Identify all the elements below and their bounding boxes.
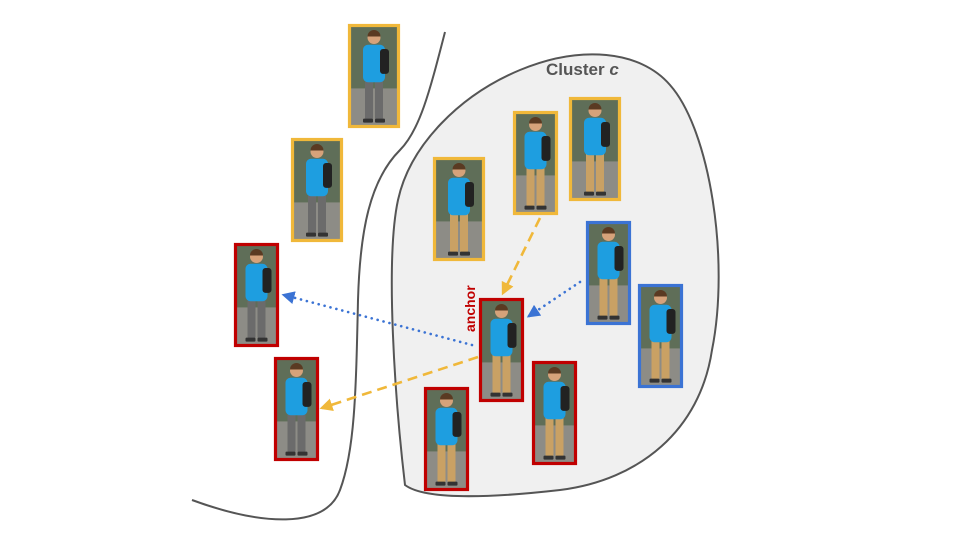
image-frame (585, 220, 632, 326)
pedestrian-figure (363, 29, 389, 123)
pedestrian-figure (584, 102, 610, 196)
image-frame (531, 360, 578, 466)
photo-ground (433, 221, 485, 261)
photo-ground (569, 161, 621, 201)
arrow-anchor-to-outside-red-2 (319, 355, 479, 411)
outside-positive-1 (347, 23, 401, 129)
photo-ground (586, 285, 631, 325)
cluster-red-1 (423, 386, 470, 492)
anchor-image (478, 297, 525, 403)
image-frame (273, 356, 320, 462)
photo-ground (234, 307, 279, 347)
pedestrian-figure (435, 392, 462, 486)
photo-ground (479, 362, 524, 402)
photo-ground (424, 451, 469, 491)
pedestrian-figure (306, 143, 332, 237)
images-layer (233, 23, 684, 492)
arrow-anchor-to-outside-red-1 (281, 291, 474, 347)
image-frame (423, 386, 470, 492)
cluster-positive-1 (432, 156, 486, 262)
outside-red-1 (233, 242, 280, 348)
cluster-positive-3 (568, 96, 622, 202)
image-frame (347, 23, 401, 129)
pedestrian-figure (524, 116, 551, 210)
photo-ground (532, 425, 577, 465)
image-frame (637, 283, 684, 389)
image-frame (290, 137, 344, 243)
cluster-title-text: Cluster (546, 60, 605, 79)
photo-ground (291, 202, 343, 242)
cluster-negative-2 (637, 283, 684, 389)
image-frame (568, 96, 622, 202)
arrows-layer (281, 217, 582, 411)
photo-ground (274, 421, 319, 461)
pedestrian-figure (285, 362, 312, 456)
cluster-red-2 (531, 360, 578, 466)
pedestrian-figure (490, 303, 517, 397)
arrow-positive-to-anchor (501, 217, 542, 296)
photo-ground (348, 88, 400, 128)
outside-red-2 (273, 356, 320, 462)
image-frame (512, 110, 559, 216)
cluster-variable: c (609, 60, 619, 79)
boundary-line (191, 31, 446, 521)
pedestrian-figure (597, 226, 624, 320)
arrow-negative-to-anchor (526, 280, 582, 318)
image-frame (432, 156, 486, 262)
cluster-negative-1 (585, 220, 632, 326)
photo-ground (513, 175, 558, 215)
outside-positive-2 (290, 137, 344, 243)
image-frame (478, 297, 525, 403)
photo-ground (638, 348, 683, 388)
image-frame (233, 242, 280, 348)
anchor-label: anchor (462, 285, 478, 332)
pedestrian-figure (649, 289, 676, 383)
pedestrian-figure (448, 162, 474, 256)
pedestrian-figure (543, 366, 570, 460)
cluster-positive-2 (512, 110, 559, 216)
cluster-title: Cluster c (546, 60, 619, 80)
pedestrian-figure (245, 248, 272, 342)
